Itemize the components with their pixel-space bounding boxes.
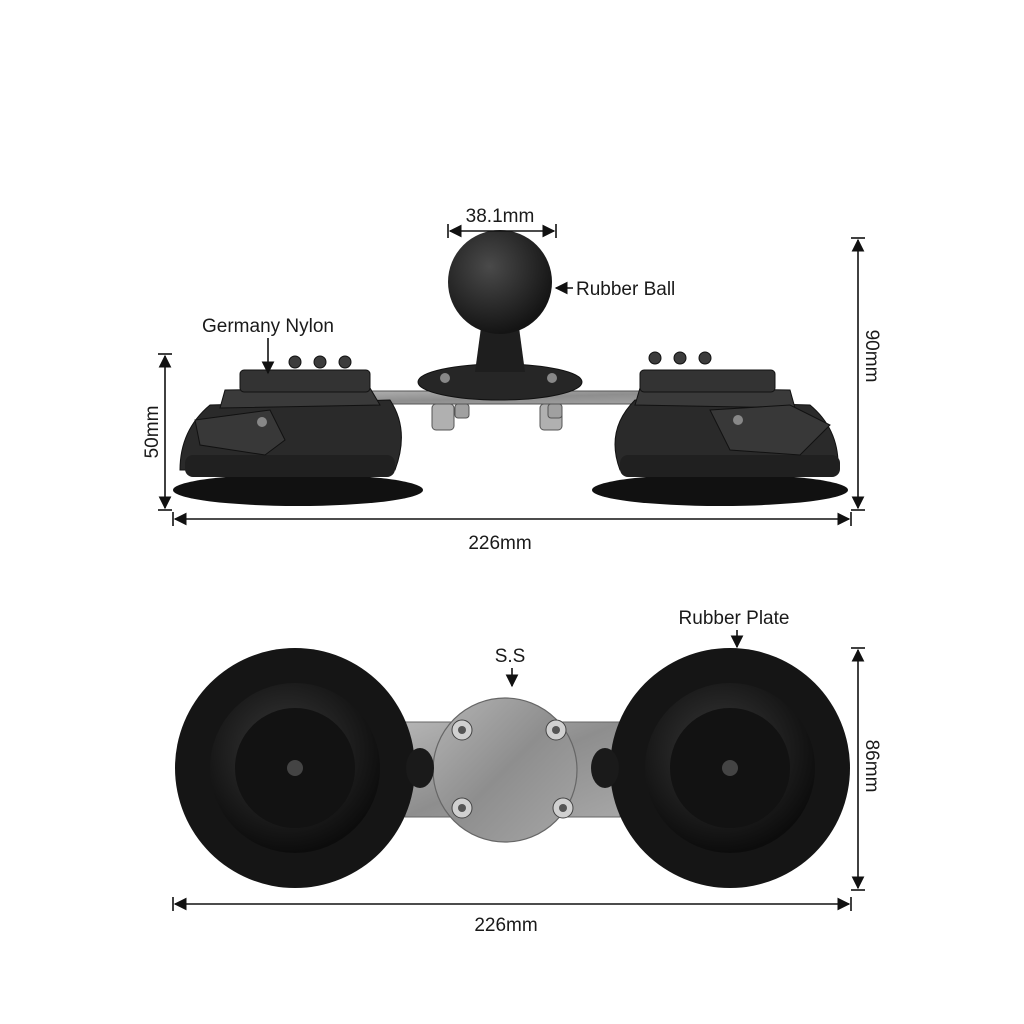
rubber-plate-label: Rubber Plate [679, 608, 790, 629]
ss-label: S.S [495, 646, 526, 667]
width-226-bottom-label: 226mm [474, 915, 537, 936]
ball-mount [417, 230, 583, 431]
right-rubber-plate [591, 648, 850, 888]
width-226-top-label: 226mm [468, 533, 531, 554]
height-50-label: 50mm [142, 406, 163, 459]
left-rubber-plate [175, 648, 434, 888]
ball-width-label: 38.1mm [466, 206, 535, 227]
right-suction-cup-side [592, 351, 848, 506]
height-90-label: 90mm [861, 330, 882, 383]
left-suction-cup-side [173, 355, 423, 506]
rubber-ball-label: Rubber Ball [576, 279, 675, 300]
ss-plate-bolts [451, 719, 574, 819]
height-86-label: 86mm [861, 740, 882, 793]
side-view: 38.1mm Rubber Ball Germany Nylon 50mm 90… [142, 206, 882, 554]
bottom-view: Rubber Plate S.S 86mm 226mm [172, 608, 882, 936]
rubber-ball [448, 230, 552, 334]
germany-nylon-label: Germany Nylon [202, 316, 334, 337]
